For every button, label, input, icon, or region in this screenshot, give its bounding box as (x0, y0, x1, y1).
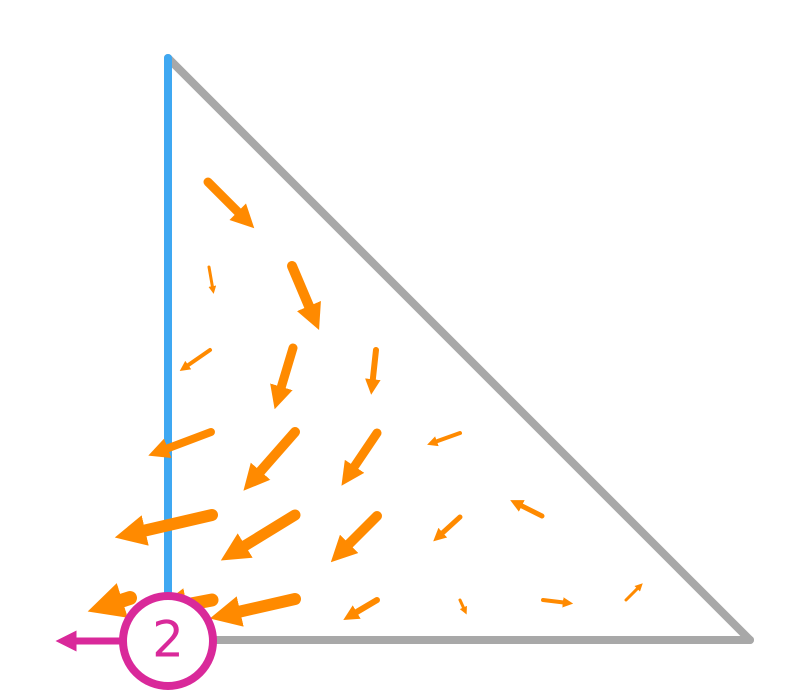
vector-arrow (114, 509, 218, 546)
vector-arrow (243, 427, 300, 491)
vector-arrow (148, 428, 215, 459)
vector-arrow (510, 500, 545, 519)
marker-circle (119, 592, 217, 690)
vector-arrow (203, 177, 255, 229)
vector-arrow (270, 343, 298, 410)
vector-arrow (87, 583, 137, 618)
vector-arrow (458, 598, 467, 615)
vector-arrow (624, 583, 643, 602)
vector-arrow (179, 348, 212, 371)
vector-field (87, 177, 643, 627)
vector-arrow (220, 509, 301, 561)
marker-label: 2 (152, 611, 184, 669)
vector-arrow (343, 597, 380, 620)
vector-arrow (365, 347, 381, 395)
vector-arrow (541, 597, 574, 608)
vector-arrow (209, 593, 301, 627)
vertex-marker: 2 (55, 592, 217, 690)
vector-arrow (287, 261, 321, 330)
vector-arrow (427, 431, 462, 447)
vector-arrow (330, 511, 382, 563)
vector-arrow (207, 265, 217, 294)
vector-arrow (433, 514, 463, 542)
triangle-hypotenuse (164, 54, 754, 644)
vector-arrow (341, 428, 382, 486)
triangle (164, 54, 754, 644)
